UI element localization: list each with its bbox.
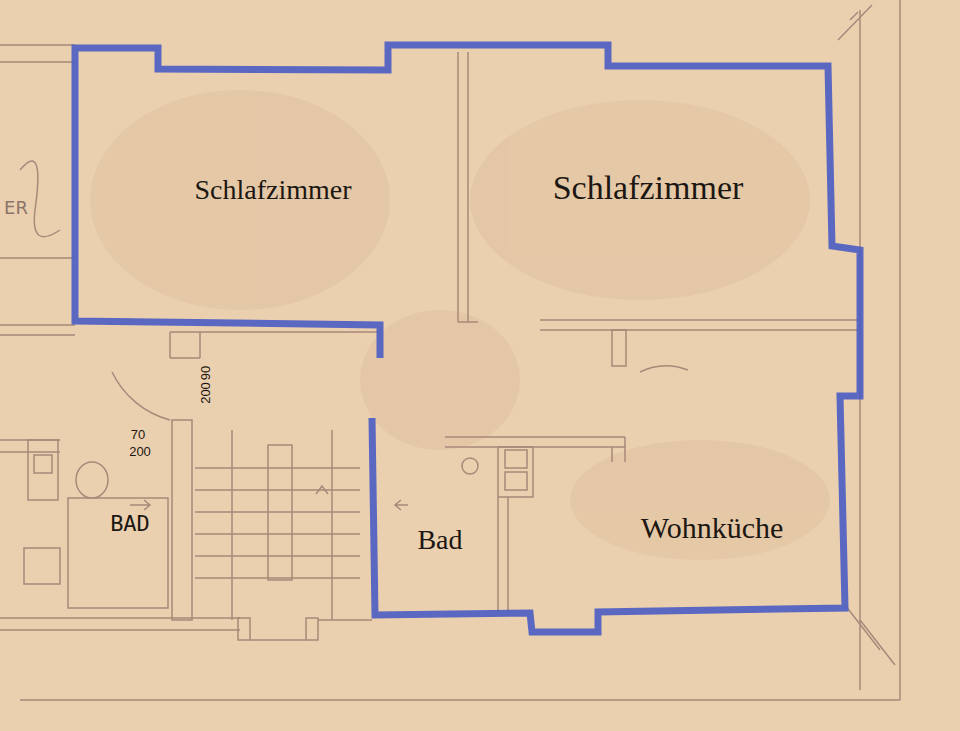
pencil-lines [0,0,900,700]
room-name: Wohnküche [641,513,784,543]
room-name: Schlafzimmer [553,171,744,205]
dimension-label: 90 [199,366,212,380]
dimension-label: 70 [131,428,145,441]
dimension-label: 200 [199,382,212,404]
outline-walls [75,45,860,632]
room-name: BAD [110,513,150,535]
room-name: Bad [417,526,462,554]
dimension-label: 200 [129,445,151,458]
room-name: Schlafzimmer [194,176,351,204]
fragment-label: ER [4,199,28,217]
